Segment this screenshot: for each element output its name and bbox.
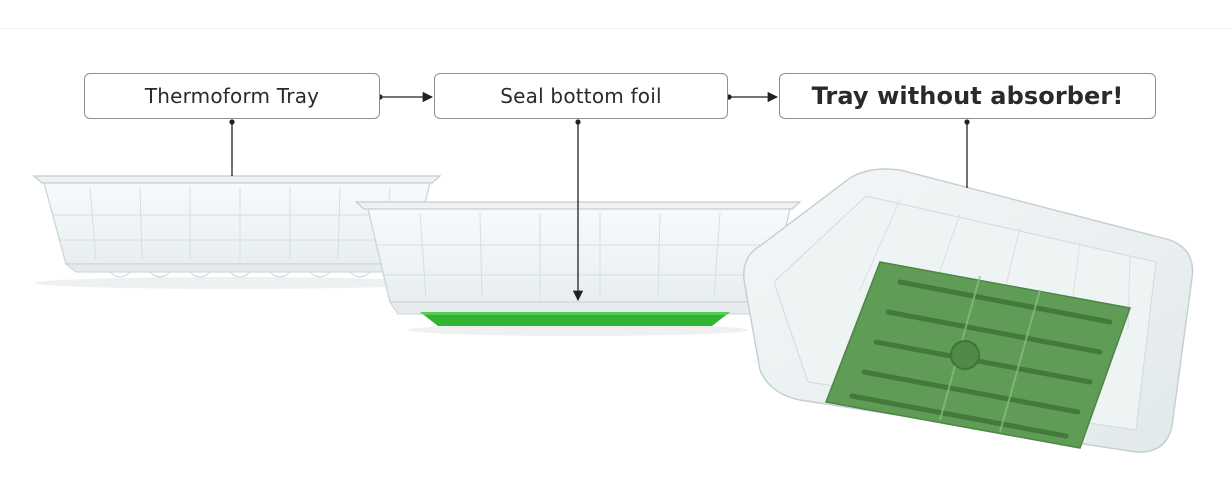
connector-tray2 xyxy=(572,119,584,302)
bottom-foil xyxy=(420,312,730,326)
top-divider xyxy=(0,28,1230,29)
arrow-step1-to-step2 xyxy=(377,91,434,103)
step-thermoform-tray: Thermoform Tray xyxy=(84,73,380,119)
step-label: Tray without absorber! xyxy=(811,82,1124,110)
step-seal-bottom-foil: Seal bottom foil xyxy=(434,73,728,119)
connector-dot-icon xyxy=(575,119,581,125)
tray-without-absorber-image xyxy=(743,168,1194,453)
connector-dot-icon xyxy=(964,119,970,125)
sealed-foil-tray-image xyxy=(354,201,802,336)
step-label: Thermoform Tray xyxy=(144,84,320,108)
step-tray-without-absorber: Tray without absorber! xyxy=(779,73,1156,119)
connector-tray1 xyxy=(229,119,235,176)
arrow-step2-to-step3 xyxy=(726,91,779,103)
step-label: Seal bottom foil xyxy=(500,84,662,108)
connector-dot-icon xyxy=(229,119,235,125)
connector-tray3 xyxy=(964,119,970,188)
thermoform-tray-image xyxy=(32,175,442,289)
